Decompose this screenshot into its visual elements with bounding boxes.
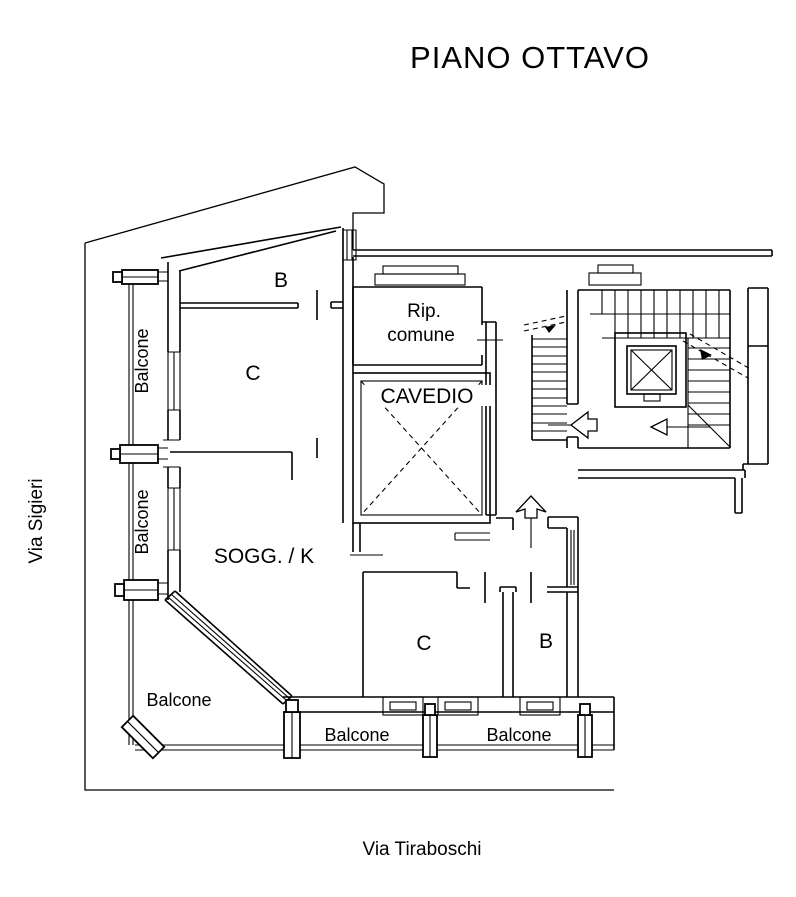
- entrance-arrow-icon: [515, 495, 547, 519]
- street-label-via-tiraboschi: Via Tiraboschi: [363, 839, 482, 860]
- room-label-rip-line2: comune: [387, 325, 455, 346]
- room-label-c-bottom: C: [416, 632, 431, 655]
- section-cut-lines: [523, 315, 753, 379]
- direction-arrows: [515, 410, 710, 548]
- room-label-b-top: B: [274, 269, 288, 292]
- page-title: PIANO OTTAVO: [410, 40, 650, 75]
- room-label-c-top: C: [245, 362, 260, 385]
- room-label-rip-line1: Rip.: [407, 301, 441, 322]
- balcony-label-left-upper: Balcone: [132, 328, 152, 393]
- stair-treads: [532, 290, 731, 448]
- balcony-dividers: [110, 269, 593, 760]
- street-label-via-sigieri: Via Sigieri: [26, 478, 47, 563]
- stairwell: [531, 289, 731, 449]
- elevator: [614, 332, 687, 408]
- elevator-x: [630, 349, 673, 391]
- balcony-label-left-lower: Balcone: [132, 489, 152, 554]
- exterior-walls: [160, 226, 773, 750]
- balcony-label-bottom-right: Balcone: [486, 725, 551, 745]
- property-boundary-lines: [84, 166, 614, 791]
- interior-walls: [170, 286, 579, 697]
- room-label-b-bottom: B: [539, 630, 553, 653]
- balcony-label-bottom-left: Balcone: [324, 725, 389, 745]
- window-sills: [374, 264, 642, 716]
- labels: PIANO OTTAVO Via Sigieri Via Tiraboschi …: [26, 40, 650, 860]
- stair-arrow-icon: [649, 417, 668, 437]
- balcony-label-corner: Balcone: [146, 690, 211, 710]
- room-label-cavedio: CAVEDIO: [381, 385, 474, 408]
- exit-arrow-icon: [569, 410, 598, 440]
- room-label-sogg-k: SOGG. / K: [214, 545, 314, 568]
- balcony-railings: [128, 283, 614, 751]
